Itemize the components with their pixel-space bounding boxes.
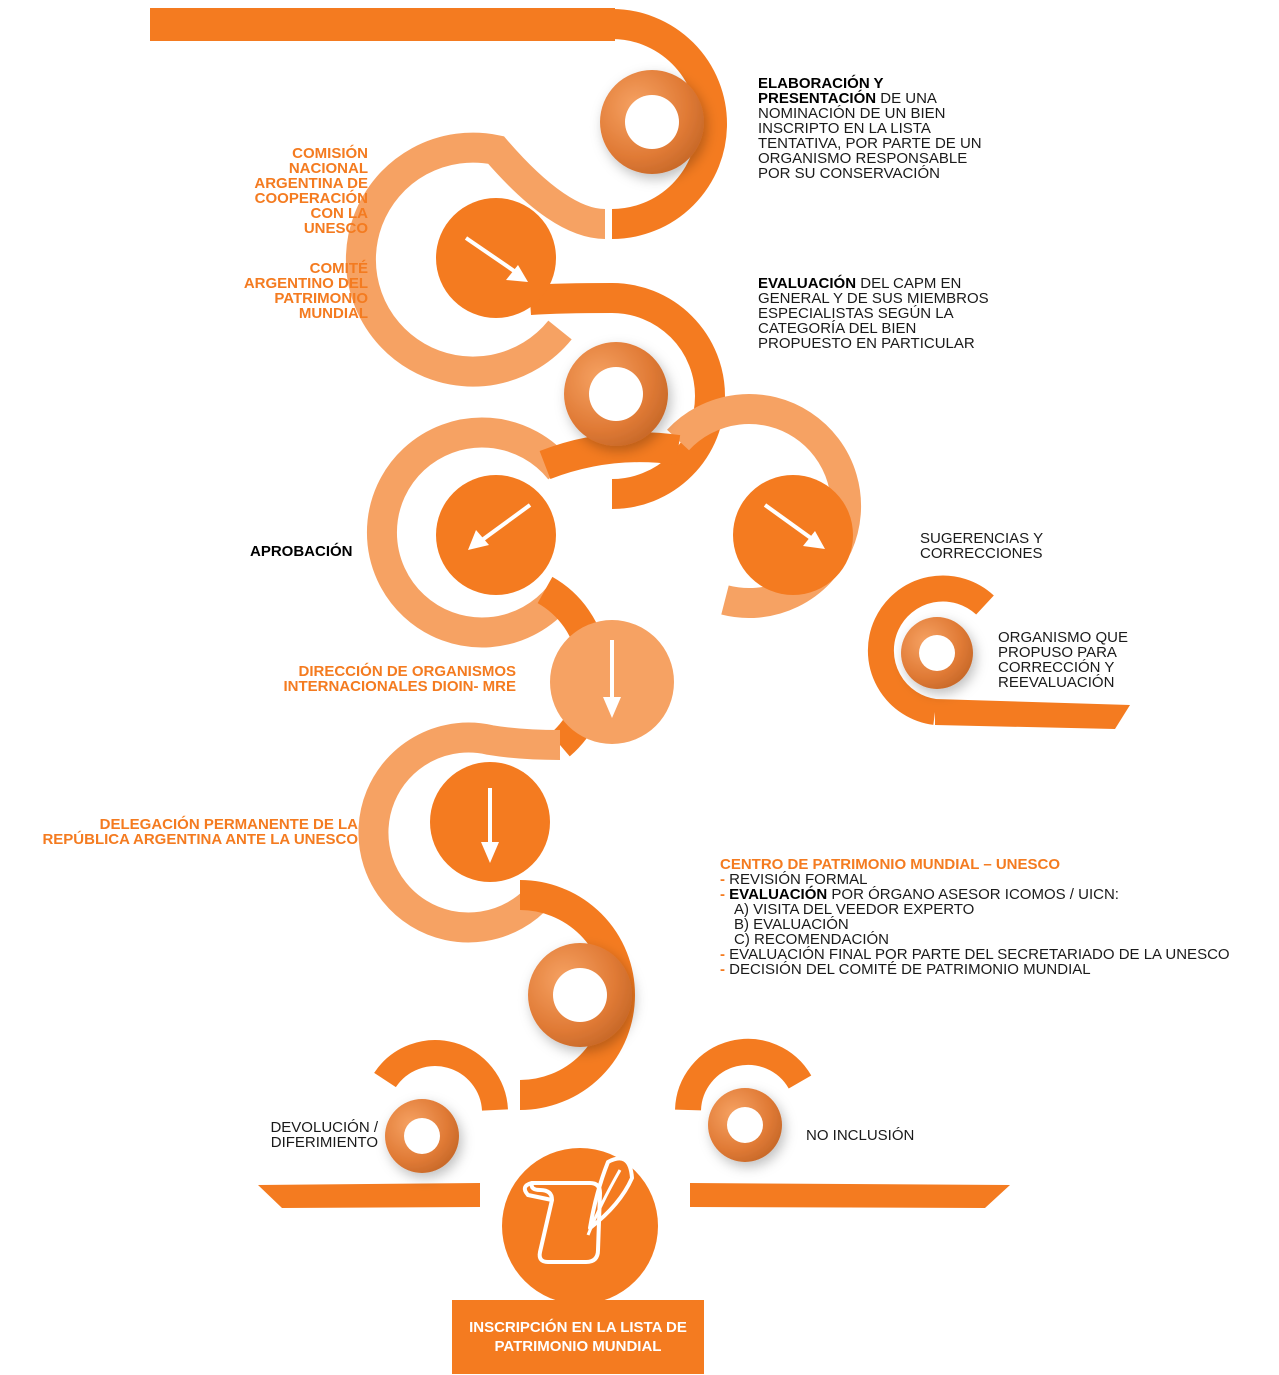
- centro-subitem: B) EVALUACIÓN: [734, 916, 849, 933]
- centro-item: - EVALUACIÓN POR ÓRGANO ASESOR ICOMOS / …: [720, 886, 1119, 903]
- track-segment: [667, 394, 862, 619]
- ring-icon: [385, 1099, 459, 1173]
- ring-icon: [564, 342, 668, 446]
- track-segment: [675, 1038, 812, 1111]
- step-elaboracion: ELABORACIÓN Y PRESENTACIÓN DE UNA NOMINA…: [758, 76, 988, 181]
- step-evaluacion-capm: EVALUACIÓN DEL CAPM EN GENERAL Y DE SUS …: [758, 276, 993, 351]
- ring-icon: [600, 70, 704, 174]
- step-no-inclusion: NO INCLUSIÓN: [806, 1127, 915, 1144]
- arrow-down-right-icon: [733, 475, 853, 595]
- top-bar: [150, 8, 615, 41]
- track-segment: [374, 1040, 508, 1112]
- step-aprobacion: APROBACIÓN: [250, 543, 353, 560]
- scroll-quill-icon: [502, 1148, 658, 1304]
- step-evaluacion-capm-bold: EVALUACIÓN: [758, 275, 857, 292]
- ring-icon: [901, 617, 973, 689]
- step-dioin: DIRECCIÓN DE ORGANISMOS INTERNACIONALES …: [283, 663, 517, 695]
- arrow-down-right-icon: [436, 198, 556, 318]
- ring-icon: [708, 1088, 782, 1162]
- centro-title: CENTRO DE PATRIMONIO MUNDIAL – UNESCO: [720, 856, 1061, 873]
- final-step-label: INSCRIPCIÓN EN LA LISTA DE PATRIMONIO MU…: [469, 1319, 687, 1355]
- track-segment: [867, 575, 994, 725]
- centro-item: - DECISIÓN DEL COMITÉ DE PATRIMONIO MUND…: [720, 961, 1091, 978]
- arrow-down-icon: [550, 620, 674, 744]
- arrow-down-left-icon: [436, 475, 556, 595]
- track-segment: [345, 132, 606, 387]
- centro-item: - REVISIÓN FORMAL: [720, 871, 868, 888]
- track-segment: [258, 1183, 480, 1208]
- track-segment: [529, 282, 725, 509]
- step-comision: COMISIÓN NACIONAL ARGENTINA DE COOPERACI…: [254, 145, 368, 237]
- step-evaluacion-capm-text: DEL CAPM EN GENERAL Y DE SUS MIEMBROS ES…: [758, 275, 989, 352]
- step-delegacion: DELEGACIÓN PERMANENTE DE LA REPÚBLICA AR…: [42, 816, 358, 848]
- step-elaboracion-bold: ELABORACIÓN Y PRESENTACIÓN: [758, 75, 884, 107]
- step-elaboracion-text: DE UNA NOMINACIÓN DE UN BIEN INSCRIPTO E…: [758, 90, 982, 182]
- track-segment: [358, 722, 561, 943]
- centro-subitem: C) RECOMENDACIÓN: [734, 931, 890, 948]
- centro-subitem: A) VISITA DEL VEEDOR EXPERTO: [734, 901, 975, 918]
- track-segment: [366, 417, 572, 648]
- step-comite: COMITÉ ARGENTINO DEL PATRIMONIO MUNDIAL: [243, 260, 368, 322]
- arrow-down-icon: [430, 762, 550, 882]
- track-segment: [690, 1183, 1010, 1208]
- ring-icon: [528, 943, 632, 1047]
- centro-item: - EVALUACIÓN FINAL POR PARTE DEL SECRETA…: [720, 946, 1230, 963]
- final-step-box: INSCRIPCIÓN EN LA LISTA DE PATRIMONIO MU…: [452, 1300, 704, 1374]
- step-devolucion: DEVOLUCIÓN / DIFERIMIENTO: [270, 1119, 378, 1151]
- step-sugerencias: SUGERENCIAS Y CORRECCIONES: [920, 530, 1043, 562]
- track-segment: [935, 699, 1130, 729]
- track-segment: [539, 432, 681, 480]
- step-centro: CENTRO DE PATRIMONIO MUNDIAL – UNESCO - …: [720, 857, 1279, 977]
- step-organismo: ORGANISMO QUE PROPUSO PARA CORRECCIÓN Y …: [998, 629, 1129, 691]
- track-segment: [611, 9, 727, 239]
